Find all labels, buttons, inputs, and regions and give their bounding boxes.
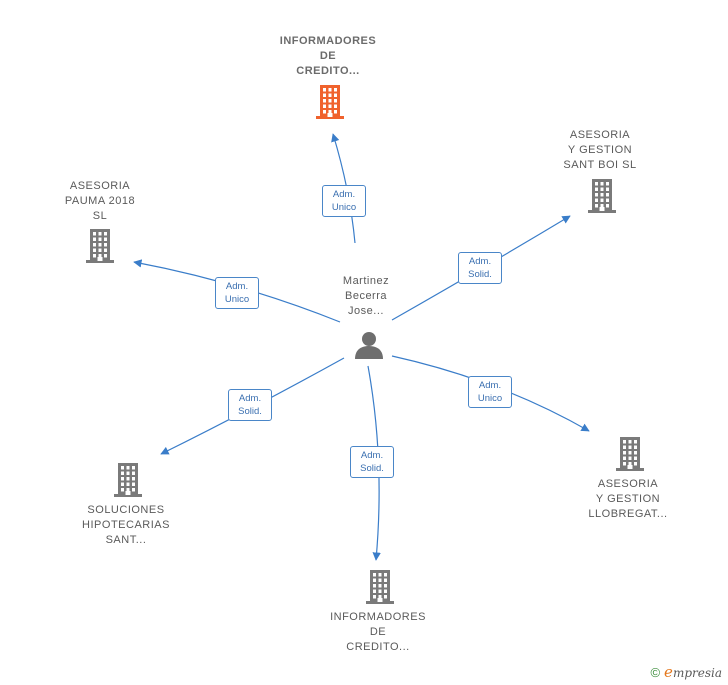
label-line: CREDITO... <box>346 641 410 653</box>
label-line: Y GESTION <box>567 144 633 156</box>
company-label-soluciones-hipotecarias[interactable]: SOLUCIONES HIPOTECARIAS SANT... <box>66 503 186 548</box>
badge-line: Adm. <box>478 380 502 391</box>
center-line-3: Jose... <box>348 305 384 317</box>
building-icon[interactable] <box>364 569 396 610</box>
copyright-footer: ©empresia <box>650 663 722 681</box>
badge-line: Unico <box>477 393 503 404</box>
role-badge-asesoria-sant-boi[interactable]: Adm. Solid. <box>458 252 502 284</box>
role-badge-asesoria-llobregat[interactable]: Adm. Unico <box>468 376 512 408</box>
label-line: ASESORIA <box>569 129 631 141</box>
building-icon[interactable] <box>314 84 346 125</box>
company-label-asesoria-sant-boi[interactable]: ASESORIA Y GESTION SANT BOI SL <box>540 128 660 173</box>
role-badge-informadores-bottom[interactable]: Adm. Solid. <box>350 446 394 478</box>
label-line: HIPOTECARIAS <box>82 519 170 531</box>
badge-line: Adm. <box>225 281 249 292</box>
label-line: SOLUCIONES <box>87 504 165 516</box>
label-line: DE <box>319 50 337 62</box>
company-label-asesoria-pauma[interactable]: ASESORIA PAUMA 2018 SL <box>48 179 152 224</box>
company-label-informadores-bottom[interactable]: INFORMADORES DE CREDITO... <box>318 610 438 655</box>
badge-line: Solid. <box>238 406 262 417</box>
building-icon[interactable] <box>84 228 116 269</box>
label-line: SL <box>92 210 108 222</box>
building-icon[interactable] <box>112 462 144 503</box>
label-line: SANT BOI SL <box>563 159 637 171</box>
badge-line: Solid. <box>360 463 384 474</box>
center-line-1: Martinez <box>342 275 390 287</box>
role-badge-informadores-top[interactable]: Adm. Unico <box>322 185 366 217</box>
company-label-informadores-top[interactable]: INFORMADORES DE CREDITO... <box>268 34 388 79</box>
company-label-asesoria-llobregat[interactable]: ASESORIA Y GESTION LLOBREGAT... <box>568 477 688 522</box>
label-line: INFORMADORES <box>279 35 377 47</box>
center-person-label[interactable]: Martinez Becerra Jose... <box>318 274 414 319</box>
building-icon[interactable] <box>614 436 646 477</box>
badge-line: Solid. <box>468 269 492 280</box>
person-icon[interactable] <box>354 330 384 360</box>
badge-line: Adm. <box>360 450 384 461</box>
label-line: ASESORIA <box>597 478 659 490</box>
badge-line: Unico <box>224 294 250 305</box>
copyright-icon: © <box>650 665 661 680</box>
role-badge-asesoria-pauma[interactable]: Adm. Unico <box>215 277 259 309</box>
label-line: DE <box>369 626 387 638</box>
label-line: LLOBREGAT... <box>588 508 668 520</box>
badge-line: Adm. <box>468 256 492 267</box>
center-line-2: Becerra <box>344 290 388 302</box>
label-line: PAUMA 2018 <box>64 195 136 207</box>
label-line: INFORMADORES <box>330 611 426 623</box>
label-line: ASESORIA <box>69 180 131 192</box>
badge-line: Adm. <box>238 393 262 404</box>
label-line: Y GESTION <box>595 493 661 505</box>
badge-line: Unico <box>331 202 357 213</box>
role-badge-soluciones-hipotecarias[interactable]: Adm. Solid. <box>228 389 272 421</box>
badge-line: Adm. <box>332 189 356 200</box>
brand-logo-e: e <box>664 663 673 681</box>
building-icon[interactable] <box>586 178 618 219</box>
label-line: SANT... <box>105 534 147 546</box>
label-line: CREDITO... <box>296 65 360 77</box>
brand-logo-text: mpresia <box>672 666 722 680</box>
